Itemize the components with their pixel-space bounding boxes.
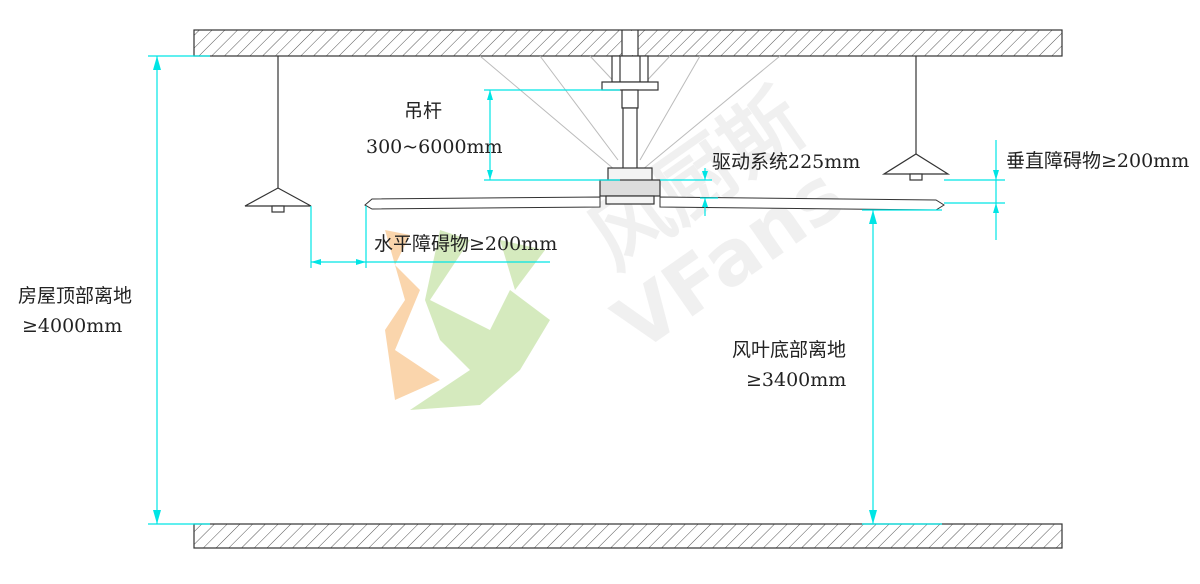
logo-orange-leaf (385, 230, 440, 400)
logo-green-accent (500, 240, 545, 290)
roof-to-floor-label: 房屋顶部离地 ≥4000mm (18, 284, 132, 338)
right-light-fixture (881, 56, 951, 181)
fan-motor (599, 167, 661, 205)
drive-system-text: 驱动系统225mm (712, 151, 861, 173)
blade-to-floor-label: 风叶底部离地 ≥3400mm (732, 338, 846, 392)
horizontal-obstacle-label: 水平障碍物≥200mm (374, 232, 557, 256)
fan-blade (364, 196, 945, 211)
suspension-rod (622, 107, 638, 171)
vertical-obstacle-label: 垂直障碍物≥200mm (1006, 149, 1189, 173)
guy-wires (479, 55, 781, 171)
ceiling-slab (193, 29, 1063, 57)
logo-green-leaf (410, 230, 550, 410)
fan-mount (601, 55, 659, 109)
watermark-text: 风厨斯 VFans (572, 73, 860, 369)
rod-range: 300~6000mm (366, 136, 503, 158)
rod-title: 吊杆 (404, 100, 443, 122)
rod-range-label: 300~6000mm (366, 135, 503, 159)
ceiling-mount-gap (622, 31, 638, 55)
dimension-lines (148, 55, 1005, 525)
blade-to-floor-value: ≥3400mm (746, 369, 847, 391)
drive-system-label: 驱动系统225mm (712, 150, 860, 174)
roof-to-floor-title: 房屋顶部离地 (18, 285, 133, 307)
horizontal-obstacle-text: 水平障碍物≥200mm (374, 233, 558, 255)
floor-slab (193, 523, 1063, 549)
rod-label: 吊杆 (404, 99, 442, 123)
roof-to-floor-value: ≥4000mm (22, 315, 123, 337)
vertical-obstacle-text: 垂直障碍物≥200mm (1006, 150, 1190, 172)
blade-to-floor-title: 风叶底部离地 (732, 339, 847, 361)
watermark-logo (385, 230, 550, 410)
left-light-fixture (244, 56, 312, 213)
